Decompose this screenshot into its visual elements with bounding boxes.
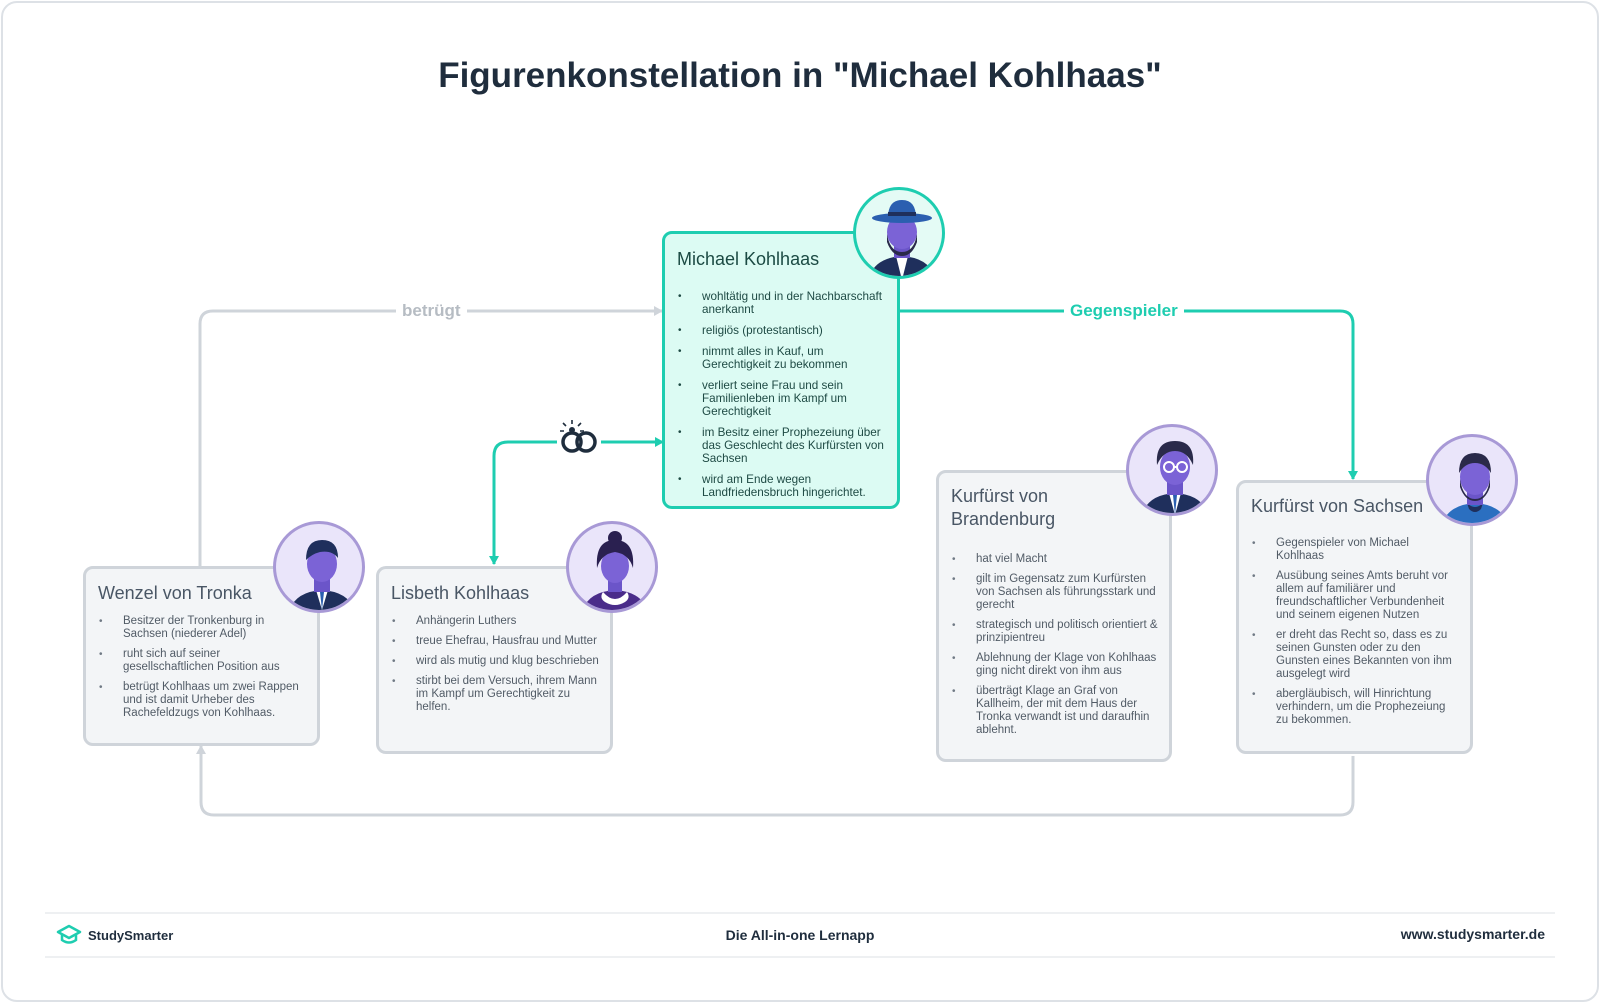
trait-list: Anhängerin Luthers treue Ehefrau, Hausfr… — [391, 615, 600, 721]
man-with-hat-avatar-icon — [853, 187, 945, 279]
edge-bottom-loop-line — [196, 745, 1355, 817]
footer-website-link[interactable]: www.studysmarter.de — [1400, 926, 1545, 942]
trait-item: treue Ehefrau, Hausfrau und Mutter — [391, 635, 600, 648]
trait-item: betrügt Kohlhaas um zwei Rappen und ist … — [98, 681, 307, 720]
trait-item: Ablehnung der Klage von Kohlhaas ging ni… — [951, 652, 1159, 678]
trait-list: Besitzer der Tronkenburg in Sachsen (nie… — [98, 615, 307, 727]
trait-item: Anhängerin Luthers — [391, 615, 600, 628]
trait-item: gilt im Gegensatz zum Kurfürsten von Sac… — [951, 573, 1159, 612]
trait-item: wohltätig und in der Nachbarschaft anerk… — [677, 290, 887, 316]
bearded-man-avatar-icon — [1426, 434, 1518, 526]
man-in-suit-avatar-icon — [273, 521, 365, 613]
woman-avatar-icon — [566, 521, 658, 613]
studysmarter-logo-icon — [56, 924, 82, 944]
trait-list: wohltätig und in der Nachbarschaft anerk… — [677, 290, 887, 507]
edge-label-betruegt: betrügt — [396, 301, 467, 321]
wedding-rings-icon — [557, 420, 601, 453]
edge-gegenspieler-line — [899, 309, 1358, 480]
trait-item: strategisch und politisch orientiert & p… — [951, 619, 1159, 645]
footer-brand[interactable]: StudySmarter — [56, 924, 173, 946]
trait-item: nimmt alles in Kauf, um Gerechtigkeit zu… — [677, 345, 887, 371]
trait-item: wird als mutig und klug beschrieben — [391, 655, 600, 668]
trait-item: überträgt Klage an Graf von Kallheim, de… — [951, 685, 1159, 737]
edge-betruegt-line — [198, 306, 663, 566]
card-title: Kurfürst von Sachsen — [1251, 496, 1424, 516]
trait-item: verliert seine Frau und sein Familienleb… — [677, 379, 887, 418]
card-title: Kurfürst von Brandenburg — [951, 486, 1056, 529]
man-with-glasses-avatar-icon — [1126, 424, 1218, 516]
card-michael-kohlhaas: Michael Kohlhaas wohltätig und in der Na… — [662, 231, 900, 509]
card-title: Michael Kohlhaas — [677, 249, 820, 269]
trait-item: stirbt bei dem Versuch, ihrem Mann im Ka… — [391, 675, 600, 714]
footer-tagline: Die All-in-one Lernapp — [725, 927, 875, 943]
trait-item: wird am Ende wegen Landfriedensbruch hin… — [677, 473, 887, 499]
trait-item: im Besitz einer Prophezeiung über das Ge… — [677, 426, 887, 465]
trait-item: abergläubisch, will Hinrichtung verhinde… — [1251, 688, 1460, 727]
trait-list: Gegenspieler von Michael Kohlhaas Ausübu… — [1251, 537, 1460, 734]
trait-item: hat viel Macht — [951, 553, 1159, 566]
card-kurfuerst-von-sachsen: Kurfürst von Sachsen Gegenspieler von Mi… — [1236, 480, 1473, 754]
trait-item: Gegenspieler von Michael Kohlhaas — [1251, 537, 1460, 563]
trait-item: Ausübung seines Amts beruht vor allem au… — [1251, 570, 1460, 622]
card-title: Lisbeth Kohlhaas — [391, 583, 530, 603]
card-lisbeth-kohlhaas: Lisbeth Kohlhaas Anhängerin Luthers treu… — [376, 566, 613, 754]
footer-divider — [45, 956, 1555, 958]
trait-item: er dreht das Recht so, dass es zu seinen… — [1251, 629, 1460, 681]
brand-name: StudySmarter — [88, 927, 174, 943]
card-wenzel-von-tronka: Wenzel von Tronka Besitzer der Tronkenbu… — [83, 566, 320, 746]
edge-label-gegenspieler: Gegenspieler — [1064, 301, 1184, 321]
trait-item: ruht sich auf seiner gesellschaftlichen … — [98, 648, 307, 674]
trait-item: Besitzer der Tronkenburg in Sachsen (nie… — [98, 615, 307, 641]
card-title: Wenzel von Tronka — [98, 583, 252, 603]
edge-marriage-line — [489, 440, 663, 565]
card-kurfuerst-von-brandenburg: Kurfürst von Brandenburg hat viel Macht … — [936, 470, 1172, 762]
footer-divider — [45, 912, 1555, 914]
diagram-title: Figurenkonstellation in "Michael Kohlhaa… — [438, 56, 1162, 95]
trait-list: hat viel Macht gilt im Gegensatz zum Kur… — [951, 553, 1159, 744]
trait-item: religiös (protestantisch) — [677, 324, 887, 337]
